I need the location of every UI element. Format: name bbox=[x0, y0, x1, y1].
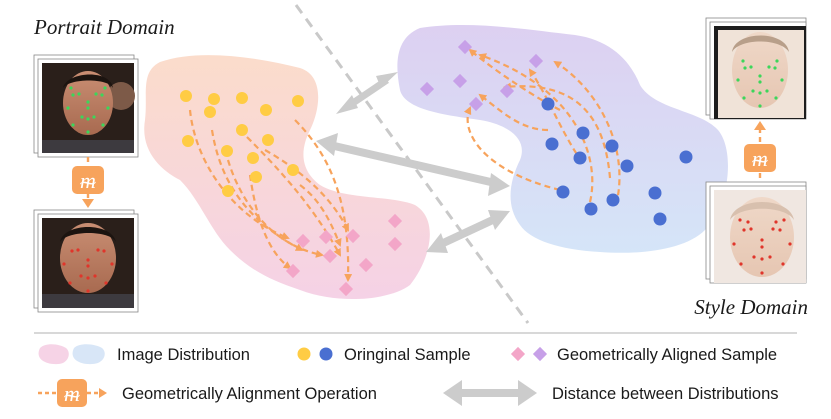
portrait-alignment-curves bbox=[188, 109, 353, 282]
legend-style-blob-swatch bbox=[72, 344, 105, 365]
legend-distance-label: Distance between Distributions bbox=[552, 385, 779, 403]
legend-aligned-sample: Geometrically Aligned Sample bbox=[510, 346, 777, 364]
style-aligned-samples bbox=[419, 39, 544, 112]
style-domain-title: Style Domain bbox=[694, 295, 808, 319]
legend-operator-symbol: ᵯ bbox=[63, 381, 80, 406]
legend-image-distribution: Image Distribution bbox=[38, 344, 250, 365]
legend-aligned-sample-label: Geometrically Aligned Sample bbox=[557, 346, 777, 364]
portrait-operator-box bbox=[72, 166, 104, 194]
legend-operator-box bbox=[57, 379, 87, 407]
legend-original-sample: Oringinal Sample bbox=[297, 346, 471, 364]
legend-original-sample-label: Oringinal Sample bbox=[344, 346, 471, 364]
portrait-input-face-stack bbox=[33, 54, 139, 158]
style-distribution-blob bbox=[397, 25, 728, 253]
portrait-aligned-face-stack bbox=[33, 209, 139, 313]
legend-alignment-operation: ᵯ Geometrically Alignment Operation bbox=[38, 379, 377, 407]
distance-arrow-middle bbox=[316, 133, 510, 196]
portrait-aligned-landmarks bbox=[62, 248, 114, 293]
legend-purple-diamond bbox=[532, 346, 548, 362]
legend-alignment-operation-label: Geometrically Alignment Operation bbox=[122, 385, 377, 403]
distance-arrow-top bbox=[336, 72, 398, 114]
style-operator-box bbox=[744, 144, 776, 172]
portrait-domain-title: Portrait Domain bbox=[33, 15, 175, 39]
portrait-operator-arrowhead bbox=[82, 199, 94, 208]
portrait-aligned-face bbox=[60, 223, 116, 293]
style-input-landmarks bbox=[732, 218, 792, 275]
legend-image-distribution-label: Image Distribution bbox=[117, 346, 250, 364]
style-aligned-landmarks bbox=[736, 59, 784, 108]
legend-yellow-dot bbox=[297, 347, 311, 361]
portrait-operator-symbol: ᵯ bbox=[79, 168, 96, 193]
distance-arrow-bottom bbox=[426, 210, 510, 253]
portrait-aligned-samples bbox=[285, 213, 403, 297]
legend-distance: Distance between Distributions bbox=[443, 380, 779, 406]
style-input-face bbox=[730, 197, 794, 277]
portrait-original-samples bbox=[180, 90, 304, 197]
style-alignment-curves bbox=[463, 48, 621, 206]
style-original-samples bbox=[541, 97, 693, 226]
style-operator-arrowhead bbox=[754, 121, 766, 130]
legend-blue-dot bbox=[319, 347, 333, 361]
style-input-face-stack bbox=[705, 181, 807, 284]
legend-portrait-blob-swatch bbox=[38, 344, 69, 365]
style-aligned-face bbox=[732, 32, 788, 108]
legend-pink-diamond bbox=[510, 346, 526, 362]
style-aligned-face-stack bbox=[705, 17, 807, 120]
portrait-distribution-blob bbox=[144, 55, 430, 300]
portrait-input-landmarks bbox=[66, 86, 110, 134]
style-operator-symbol: ᵯ bbox=[751, 146, 768, 171]
